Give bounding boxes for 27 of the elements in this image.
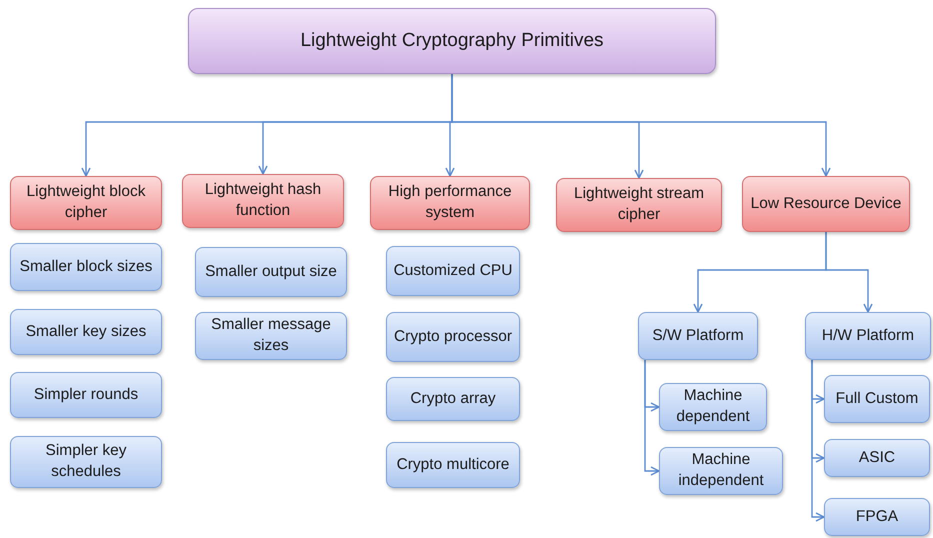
title-box: Lightweight Cryptography Primitives <box>188 8 716 74</box>
connector-arrow <box>811 360 825 522</box>
category-box: Lightweight block cipher <box>10 176 162 230</box>
category-box: Lightweight hash function <box>182 174 344 228</box>
item-box: Simpler rounds <box>10 372 162 418</box>
item-box: FPGA <box>824 498 930 536</box>
item-box: Crypto array <box>386 377 520 421</box>
category-box: Lightweight stream cipher <box>556 178 722 232</box>
category-box: High performance system <box>370 176 530 230</box>
item-box: Customized CPU <box>386 246 520 296</box>
item-box: H/W Platform <box>805 312 931 360</box>
item-box: S/W Platform <box>638 312 758 360</box>
item-box: Smaller block sizes <box>10 243 162 291</box>
connector-arrow <box>825 232 873 313</box>
connector-arrow <box>451 74 831 177</box>
item-box: Machine dependent <box>659 383 767 431</box>
item-box: ASIC <box>824 439 930 477</box>
item-box: Simpler key schedules <box>10 436 162 488</box>
item-box: Full Custom <box>824 375 930 423</box>
item-box: Smaller output size <box>195 247 347 297</box>
connector-arrow <box>644 360 660 476</box>
category-box: Low Resource Device <box>742 176 910 232</box>
item-box: Machine independent <box>659 447 783 495</box>
item-box: Crypto processor <box>386 312 520 362</box>
item-box: Smaller message sizes <box>195 312 347 360</box>
item-box: Crypto multicore <box>386 442 520 488</box>
item-box: Smaller key sizes <box>10 309 162 355</box>
